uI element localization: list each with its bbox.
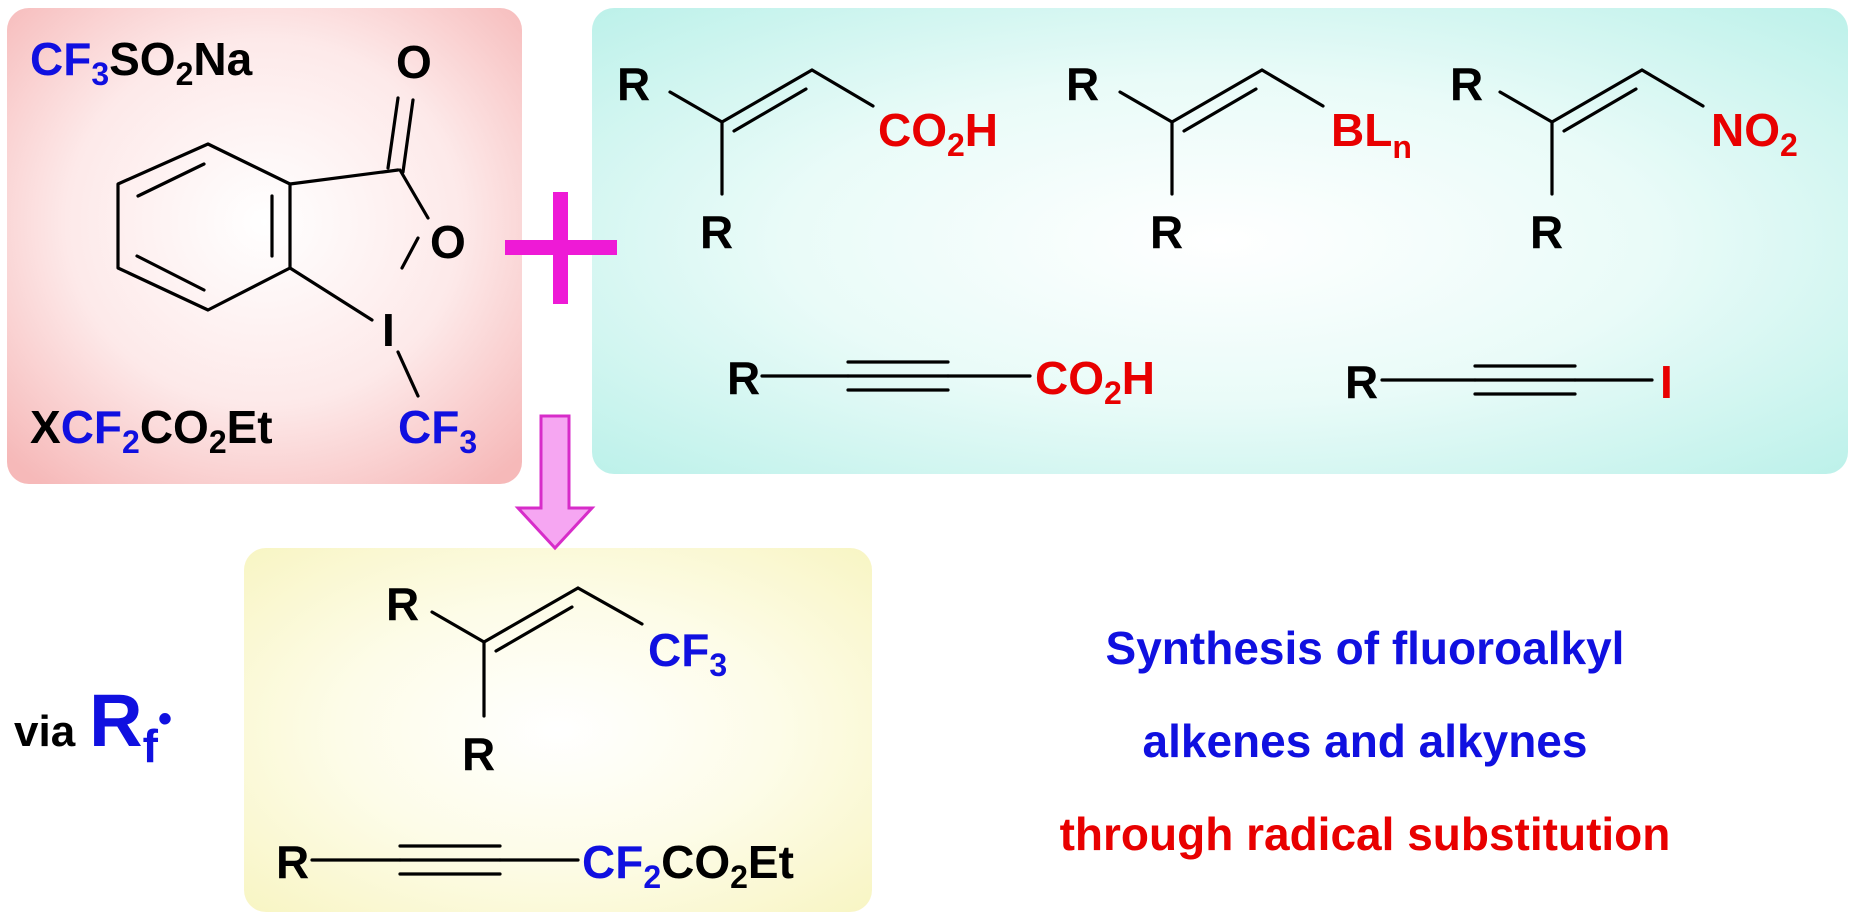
carboxylic-acid-group: CO2H bbox=[878, 104, 998, 163]
langlois-reagent-label: CF3SO2Na bbox=[30, 33, 253, 92]
aromatic-double-bond bbox=[136, 162, 206, 198]
alkynyl-acid-substrate bbox=[760, 360, 1032, 392]
nitro-group: NO2 bbox=[1711, 104, 1798, 163]
caption-line-3: through radical substitution bbox=[1060, 808, 1671, 860]
down-arrow-icon bbox=[514, 414, 596, 551]
substituent-r: R bbox=[617, 58, 650, 110]
boron-group: BLn bbox=[1331, 104, 1412, 165]
substituent-r: R bbox=[700, 206, 733, 258]
carboxylic-acid-group: CO2H bbox=[1035, 352, 1155, 411]
nitroalkene-substrate bbox=[1498, 68, 1705, 196]
substituent-r: R bbox=[1450, 58, 1483, 110]
substituent-r: R bbox=[1150, 206, 1183, 258]
substituent-r: R bbox=[1530, 206, 1563, 258]
carbonyl-oxygen-label: O bbox=[396, 36, 432, 88]
carbonyl-oxygen-bond bbox=[398, 168, 430, 220]
alkynyl-iodide-substrate bbox=[1380, 364, 1654, 396]
carbonyl-double-bond bbox=[386, 96, 400, 170]
vinyl-boron-substrate bbox=[1118, 68, 1325, 196]
caption-line-2: alkenes and alkynes bbox=[1143, 715, 1588, 767]
cf2co2et-alkyne-product bbox=[310, 844, 580, 876]
product-panel bbox=[244, 548, 872, 912]
caption-line-1: Synthesis of fluoroalkyl bbox=[1106, 622, 1625, 674]
iodine-oxygen-bond bbox=[400, 236, 420, 270]
aromatic-double-bond bbox=[135, 254, 206, 292]
substituent-r: R bbox=[1066, 58, 1099, 110]
substrate-panel bbox=[592, 8, 1848, 474]
substituent-r: R bbox=[727, 352, 760, 404]
substituent-r: R bbox=[1345, 356, 1378, 408]
substituent-r: R bbox=[386, 578, 419, 630]
togni-reagent-structure bbox=[116, 96, 430, 398]
cf3-group: CF3 bbox=[648, 624, 727, 683]
cf2co2et-group: CF2CO2Et bbox=[582, 836, 794, 895]
acrylic-acid-substrate bbox=[668, 68, 875, 196]
iodine-cf3-bond bbox=[396, 350, 420, 398]
iodide-group: I bbox=[1660, 356, 1673, 408]
ring-oxygen-label: O bbox=[430, 216, 466, 268]
substituent-r: R bbox=[276, 836, 309, 888]
iodine-label: I bbox=[382, 304, 395, 356]
togni-cf3-label: CF3 bbox=[398, 401, 477, 460]
aryl-iodine-bond bbox=[288, 266, 374, 322]
aryl-carbonyl-bond bbox=[288, 168, 400, 186]
halodifluoroacetate-label: XCF2CO2Et bbox=[30, 401, 273, 460]
carbonyl-double-bond bbox=[401, 98, 415, 174]
cf3-alkene-product bbox=[430, 586, 644, 718]
plus-icon bbox=[505, 192, 617, 304]
substituent-r: R bbox=[462, 728, 495, 780]
